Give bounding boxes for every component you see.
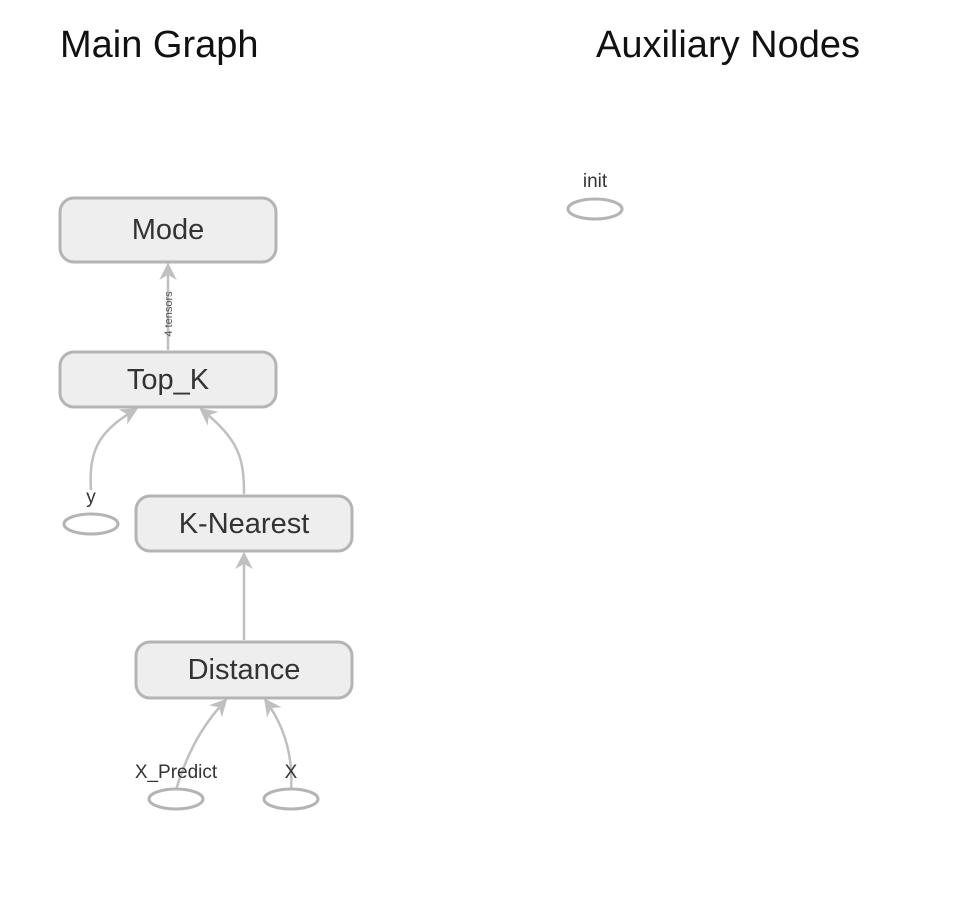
node-x-predict-label: X_Predict [135,762,218,783]
edge-k-nearest-to-top-k[interactable] [199,407,246,495]
edge-x-predict-to-distance[interactable] [174,698,228,791]
node-x-label: X [285,762,298,783]
node-mode[interactable]: Mode [58,196,278,264]
node-init-label: init [583,171,608,192]
node-x-predict[interactable]: X_Predict [135,762,218,811]
node-mode-label: Mode [132,214,205,246]
node-top-k-label: Top_K [127,364,210,396]
node-distance[interactable]: Distance [134,640,354,700]
node-x[interactable]: X [262,762,320,811]
edge-y-to-top-k[interactable] [89,408,139,491]
node-k-nearest[interactable]: K-Nearest [134,494,354,553]
edge-x-to-distance[interactable] [263,698,293,791]
auxiliary-nodes-title: Auxiliary Nodes [596,24,860,66]
main-graph-title: Main Graph [60,24,259,66]
edge-label-4-tensors: 4 tensors [163,291,175,337]
node-init[interactable]: init [566,171,624,221]
node-k-nearest-label: K-Nearest [179,508,310,540]
node-top-k[interactable]: Top_K [58,350,278,409]
node-y[interactable]: y [62,487,120,536]
node-distance-label: Distance [188,654,301,686]
node-y-label: y [86,487,96,508]
